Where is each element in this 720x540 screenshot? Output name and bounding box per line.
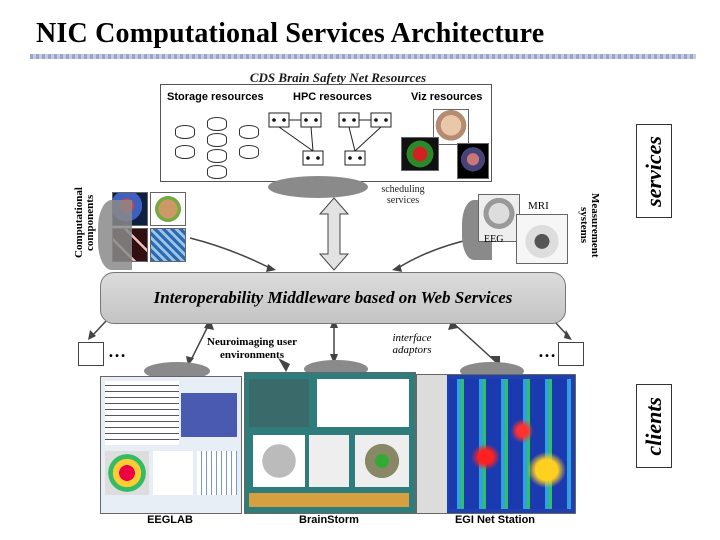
resources-box: Storage resources HPC resources Viz reso… — [160, 84, 492, 182]
double-arrow — [318, 197, 350, 271]
neuroimaging-label: Neuroimaging user environments — [207, 336, 297, 361]
computational-components-label: Computational components — [73, 187, 96, 259]
brainstorm-signal — [309, 435, 349, 487]
clients-box: clients — [636, 384, 672, 468]
clients-label: clients — [641, 396, 666, 456]
egi-connector — [451, 321, 497, 363]
components-node — [98, 200, 132, 270]
interface-adaptors-label: interface adaptors — [392, 332, 432, 356]
hpc-resources-label: HPC resources — [293, 91, 372, 103]
brainstorm-plot — [317, 379, 409, 427]
eeglab-plot — [153, 451, 193, 495]
eeg-label: EEG — [484, 234, 504, 245]
storage-disk-icon — [207, 133, 227, 147]
eeglab-screenshot — [100, 376, 242, 514]
right-more-dots: … — [538, 341, 556, 361]
storage-resources-label: Storage resources — [167, 91, 264, 103]
eeglab-traces — [105, 381, 179, 445]
viz-brain-image — [433, 109, 469, 145]
measurement-systems-label: Measurement systems — [578, 192, 601, 258]
scheduling-services-label: scheduling services — [381, 184, 425, 206]
mri-label: MRI — [528, 200, 549, 212]
brainstorm-panel — [249, 379, 309, 427]
egi-label: EGI Net Station — [454, 514, 536, 526]
left-client-box — [78, 342, 104, 366]
services-box: services — [636, 124, 672, 218]
title-rule — [30, 54, 696, 59]
storage-disk-icon — [239, 145, 259, 159]
storage-disk-icon — [207, 149, 227, 163]
eeglab-connector — [189, 321, 211, 363]
hpc-network-icon — [268, 112, 392, 166]
storage-disk-icon — [175, 125, 195, 139]
eeglab-map — [105, 451, 149, 495]
page-title: NIC Computational Services Architecture — [36, 18, 545, 49]
viz-brain-image — [401, 137, 439, 171]
storage-cylinders — [171, 111, 261, 179]
component-image — [150, 228, 186, 262]
eeglab-node — [144, 362, 210, 380]
viz-brain-image — [457, 143, 489, 179]
eeglab-label: EEGLAB — [147, 514, 193, 526]
eeg-image — [478, 194, 520, 242]
services-label: services — [641, 135, 666, 207]
brainstorm-screenshot — [244, 372, 416, 514]
brainstorm-brain — [253, 435, 305, 487]
egi-heatmap — [449, 379, 571, 509]
storage-disk-icon — [207, 117, 227, 131]
cds-resources-label: CDS Brain Safety Net Resources — [249, 70, 427, 85]
right-client-box — [558, 342, 584, 366]
storage-disk-icon — [175, 145, 195, 159]
mri-image — [516, 214, 568, 264]
storage-disk-icon — [207, 165, 227, 179]
eeglab-panel — [181, 393, 237, 437]
egi-sidebar — [417, 375, 447, 513]
middleware-bar: Interoperability Middleware based on Web… — [100, 272, 566, 324]
brainstorm-footer — [249, 493, 409, 507]
storage-disk-icon — [239, 125, 259, 139]
resources-node — [268, 176, 368, 198]
left-more-dots: … — [108, 341, 126, 361]
viz-resources-label: Viz resources — [411, 91, 483, 103]
component-image — [150, 192, 186, 226]
eeglab-plot — [197, 451, 237, 495]
brainstorm-head — [355, 435, 409, 487]
egi-screenshot — [416, 374, 576, 514]
brainstorm-label: BrainStorm — [299, 514, 359, 526]
components-connector — [189, 237, 271, 269]
